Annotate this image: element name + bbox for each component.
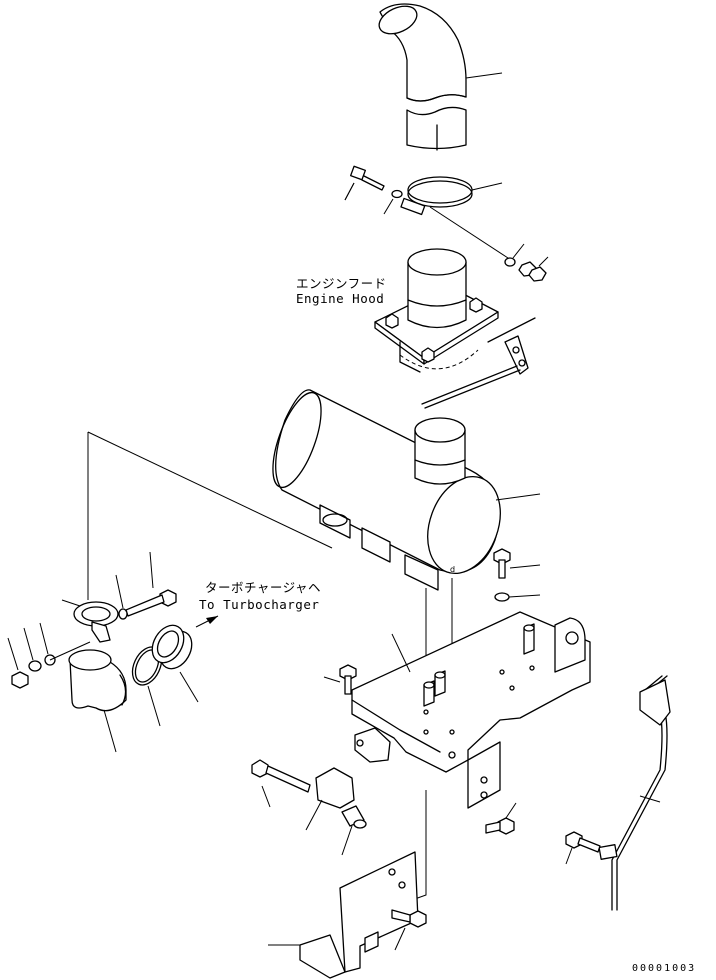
muffler: d xyxy=(272,389,501,591)
exhaust-elbow-pipe xyxy=(378,3,467,151)
muffler-bolt xyxy=(493,548,541,579)
leader-washer xyxy=(383,198,394,215)
washer-left xyxy=(118,608,128,620)
turbocharger-arrow xyxy=(195,615,219,628)
mounting-bracket xyxy=(351,611,591,809)
nut-axis-left xyxy=(49,641,91,661)
bracket-bolt-left xyxy=(323,664,357,695)
svg-text:d: d xyxy=(450,565,455,574)
engine-hood-label-en: Engine Hood xyxy=(296,291,385,306)
pipe-clamp-top xyxy=(400,176,503,216)
ref-line-diagonal xyxy=(87,431,333,549)
muffler-washer xyxy=(494,592,510,602)
exhaust-elbow-left xyxy=(68,649,127,753)
washer xyxy=(391,189,403,199)
clamp-bolt xyxy=(344,165,385,201)
leader-washer-right xyxy=(512,243,525,259)
hood-bracket xyxy=(421,317,536,409)
clamp-bolt-axis xyxy=(429,206,509,259)
clamp-bolt-left xyxy=(125,551,177,617)
bracket-bolt-right xyxy=(485,802,517,835)
nuts-right xyxy=(518,256,549,282)
turbocharger-label-en: To Turbocharger xyxy=(199,597,320,612)
lift-handle xyxy=(611,675,671,911)
washer-right xyxy=(504,257,516,267)
exhaust-clamp-left xyxy=(61,599,119,643)
leader-muffler xyxy=(495,493,541,501)
support-stand xyxy=(299,851,419,979)
leader-elbow xyxy=(465,72,503,79)
hood-stack xyxy=(374,248,499,373)
long-bolt xyxy=(251,759,311,808)
leader-clamp-bolt xyxy=(344,182,355,201)
handle-clip xyxy=(598,844,618,860)
nuts-left xyxy=(7,622,56,689)
stand-bolt xyxy=(391,909,427,951)
leader-muffler-washer xyxy=(508,594,541,598)
spacer-collar xyxy=(341,805,367,856)
figure-number: 00001003 xyxy=(632,963,697,974)
support-bracket-small xyxy=(305,767,355,831)
adapter-sleeve xyxy=(151,624,199,703)
leader-washer-left xyxy=(115,574,124,609)
handle-bolt xyxy=(565,831,601,865)
engine-hood-label-jp: エンジンフード xyxy=(296,276,387,291)
leader-bracket xyxy=(391,633,411,673)
turbocharger-label-jp: ターボチャージャヘ xyxy=(205,580,322,595)
leader-handle xyxy=(639,795,661,803)
